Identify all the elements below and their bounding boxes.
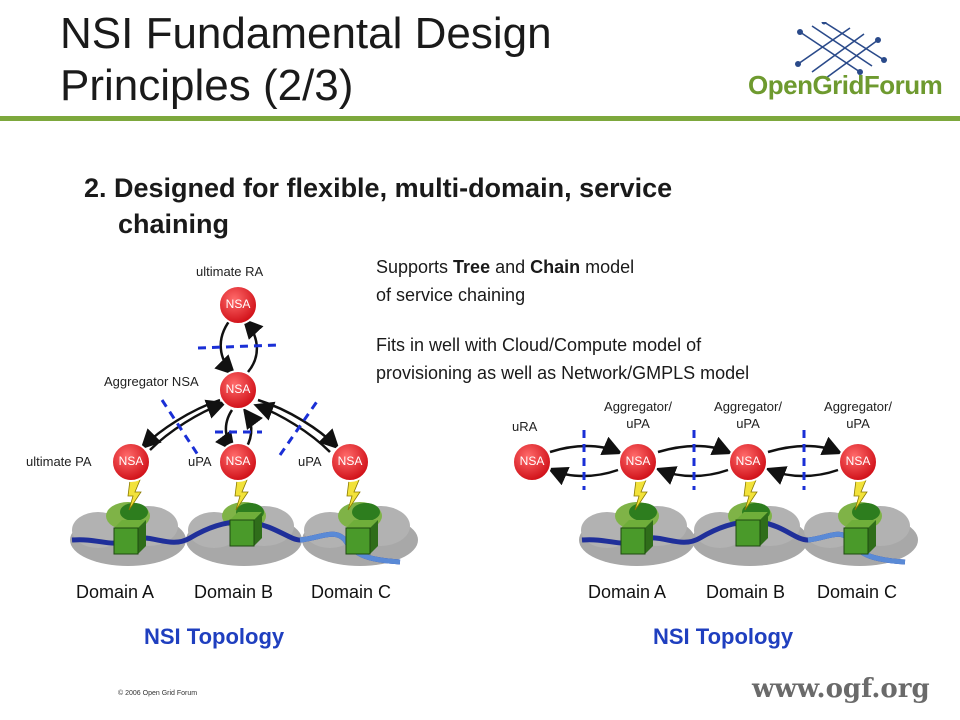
nsa-label-ura: NSA (519, 454, 545, 468)
agg-b-line-2: uPA (736, 416, 760, 431)
slide-subtitle: 2. Designed for flexible, multi-domain, … (84, 170, 672, 242)
chain-topology (512, 430, 918, 566)
ogf-logo-icon (795, 22, 887, 79)
label-ultimate-ra: ultimate RA (196, 264, 264, 279)
page-title: NSI Fundamental Design Principles (2/3) (60, 8, 552, 112)
nsa-node-ura (512, 442, 552, 482)
agg-b-line-1: Aggregator/ (714, 399, 782, 414)
nsa-label-chain-a: NSA (625, 454, 651, 468)
label-aggregator-upa-a: Aggregator/ uPA (590, 398, 686, 432)
nsa-node-domain-c (330, 442, 370, 482)
agg-c-line-2: uPA (846, 416, 870, 431)
nsa-label-ultimate-ra: NSA (225, 297, 251, 311)
p2-line-2: provisioning as well as Network/GMPLS mo… (376, 363, 750, 383)
title-line-1: NSI Fundamental Design (60, 9, 552, 58)
tree-topology (70, 285, 418, 566)
label-upa-b: uPA (188, 454, 212, 469)
nsa-node-aggregator (218, 370, 258, 410)
title-divider (0, 116, 960, 121)
chain-domain-c: Domain C (817, 582, 898, 602)
p1-bold-chain: Chain (530, 257, 581, 277)
subtitle-line-1: 2. Designed for flexible, multi-domain, … (84, 173, 673, 203)
subtitle-line-2: chaining (118, 209, 230, 239)
switch-box-c-chain (843, 519, 877, 555)
nsa-label-domain-b: NSA (225, 454, 251, 468)
p2-line-1: Fits in well with Cloud/Compute model of (376, 335, 702, 355)
copyright-text: © 2006 Open Grid Forum (118, 690, 198, 697)
label-upa-c: uPA (298, 454, 322, 469)
switch-box-a-chain (620, 519, 654, 555)
nsa-label-chain-b: NSA (735, 454, 761, 468)
p1-text-post: model (580, 257, 635, 277)
logo-text: OpenGridForum (748, 70, 943, 100)
agg-a-line-2: uPA (626, 416, 650, 431)
p1-bold-tree: Tree (453, 257, 491, 277)
nsa-node-ultimate-ra (218, 285, 258, 325)
paragraph-cloud: Fits in well with Cloud/Compute model of… (376, 331, 749, 387)
chain-caption: NSI Topology (653, 624, 794, 649)
label-aggregator-upa-c: Aggregator/ uPA (810, 398, 906, 432)
chain-domain-a: Domain A (588, 582, 667, 602)
label-ultimate-pa: ultimate PA (26, 454, 92, 469)
switch-box-b-tree (229, 511, 263, 547)
nsa-label-domain-a: NSA (118, 454, 144, 468)
switch-box-c-tree (345, 519, 379, 555)
title-line-2: Principles (2/3) (60, 61, 354, 110)
nsa-node-chain-c (838, 442, 878, 482)
website-url: www.ogf.org (752, 674, 930, 704)
nsa-node-domain-a (111, 442, 151, 482)
nsa-label-domain-c: NSA (337, 454, 363, 468)
paragraph-tree-chain: Supports Tree and Chain model of service… (376, 253, 634, 309)
p1-text-pre: Supports (376, 257, 454, 277)
label-ura: uRA (512, 419, 538, 434)
label-aggregator-nsa: Aggregator NSA (104, 374, 199, 389)
agg-a-line-1: Aggregator/ (604, 399, 672, 414)
nsa-node-chain-a (618, 442, 658, 482)
agg-c-line-1: Aggregator/ (824, 399, 892, 414)
tree-domain-c: Domain C (311, 582, 392, 602)
tree-domain-b: Domain B (194, 582, 274, 602)
label-aggregator-upa-b: Aggregator/ uPA (700, 398, 796, 432)
nsa-node-chain-b (728, 442, 768, 482)
nsa-node-domain-b (218, 442, 258, 482)
nsa-label-chain-c: NSA (845, 454, 871, 468)
tree-caption: NSI Topology (144, 624, 285, 649)
switch-box-b-chain (735, 511, 769, 547)
tree-domain-a: Domain A (76, 582, 155, 602)
p1-line-2: of service chaining (376, 285, 526, 305)
chain-domain-b: Domain B (706, 582, 786, 602)
switch-box-a-tree (113, 519, 147, 555)
p1-text-mid: and (490, 257, 531, 277)
nsa-label-aggregator: NSA (225, 382, 251, 396)
